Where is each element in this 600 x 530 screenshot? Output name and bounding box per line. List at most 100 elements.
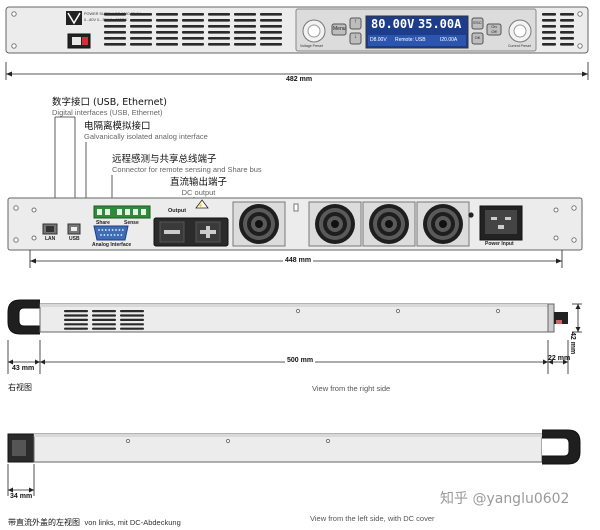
on-label: On: [491, 24, 497, 29]
vent-slot: [120, 314, 144, 317]
on-off-button[interactable]: On Off: [487, 24, 501, 34]
display-voltage: 80.00V: [371, 17, 415, 31]
vent-slot: [560, 25, 574, 28]
vent-slot: [64, 314, 88, 317]
fan-icon: [308, 201, 362, 247]
label-digital-en: Digital interfaces (USB, Ethernet): [52, 108, 163, 117]
db-pin: [101, 229, 104, 231]
esc-button[interactable]: ESC: [473, 20, 482, 25]
vent-slot: [234, 19, 256, 22]
label-analog: 电隔离模拟接口 Galvanically isolated analog int…: [84, 118, 208, 141]
db-pin: [103, 234, 106, 236]
vent-slot: [104, 37, 126, 40]
off-label: Off: [491, 28, 497, 34]
db-pin: [110, 234, 113, 236]
vent-slot: [64, 323, 88, 326]
vent-slot: [92, 310, 116, 313]
vent-slot: [560, 37, 574, 40]
vent-slot: [542, 37, 556, 40]
display-sub2: Remote: USB: [395, 37, 426, 43]
vent-slot: [130, 19, 152, 22]
left-view-left-dim: 34 mm: [10, 493, 33, 500]
vent-slot: [156, 19, 178, 22]
vent-slot: [156, 43, 178, 46]
vent-slot: [130, 43, 152, 46]
vent-slot: [234, 43, 256, 46]
right-view-right-dim: 22 mm: [548, 355, 571, 362]
lan-port-label: LAN: [45, 236, 56, 242]
db-pin: [104, 229, 107, 231]
vent-slot: [130, 13, 152, 16]
share-label: Share: [96, 220, 110, 226]
left-side-drawing: [7, 429, 581, 496]
arrow-down-icon[interactable]: ↓: [354, 34, 357, 40]
display-sub1: D8.00V: [370, 37, 387, 43]
voltage-knob-label: Voltage Preset: [300, 44, 323, 48]
ok-button[interactable]: OK: [474, 35, 481, 40]
vent-slot: [208, 13, 230, 16]
db-pin: [115, 229, 117, 231]
vent-slot: [182, 25, 204, 28]
db-pin: [98, 229, 100, 231]
vent-slot: [260, 25, 282, 28]
menu-button[interactable]: Menu: [333, 26, 346, 32]
right-view-left-dim: 43 mm: [12, 365, 35, 372]
vent-slot: [104, 43, 126, 46]
vent-slot: [542, 25, 556, 28]
label-dc-cn: 直流输出端子: [170, 177, 228, 188]
analog-interface-label: Analog Interface: [92, 242, 132, 248]
front-model-line2: 0...80V 0...35A 0...1000W: [84, 18, 128, 22]
left-view-caption-de: von links, mit DC-Abdeckung: [84, 518, 181, 527]
sense-label: Sense: [124, 220, 139, 226]
left-view-caption-left: 带直流外盖的左视图 von links, mit DC-Abdeckung: [8, 512, 181, 530]
db-pin: [106, 234, 109, 236]
vent-slot: [542, 43, 556, 46]
vent-slot: [104, 19, 126, 22]
current-knob-label: Current Preset: [508, 44, 531, 48]
vent-slot: [120, 327, 144, 330]
vent-slot: [542, 31, 556, 34]
label-sense: 远程感测与共享总线端子 Connector for remote sensing…: [112, 151, 262, 174]
vent-slot: [542, 13, 556, 16]
vent-slot: [156, 25, 178, 28]
db-pin: [120, 234, 123, 236]
label-sense-en: Connector for remote sensing and Share b…: [112, 165, 262, 174]
vent-slot: [208, 37, 230, 40]
left-view-caption-cn: 带直流外盖的左视图: [8, 518, 80, 527]
vent-slot: [182, 19, 204, 22]
vent-slot: [208, 43, 230, 46]
vent-slot: [64, 310, 88, 313]
label-digital-cn: 数字接口 (USB, Ethernet): [52, 97, 167, 108]
fan-icon: [232, 201, 286, 247]
arrow-up-icon[interactable]: ↑: [354, 19, 357, 25]
vent-slot: [542, 19, 556, 22]
db-pin: [108, 229, 111, 231]
db-pin: [117, 234, 119, 236]
label-sense-cn: 远程感测与共享总线端子: [112, 154, 217, 165]
vent-slot: [208, 19, 230, 22]
db-pin: [111, 229, 114, 231]
vent-slot: [260, 13, 282, 16]
label-dc: 直流输出端子 DC output: [170, 174, 227, 197]
label-analog-en: Galvanically isolated analog interface: [84, 132, 208, 141]
vent-slot: [92, 323, 116, 326]
vent-slot: [156, 13, 178, 16]
svg-text:⚡: ⚡: [198, 202, 204, 209]
vent-slot: [182, 43, 204, 46]
fan-icon: [362, 201, 416, 247]
vent-slot: [208, 25, 230, 28]
vent-slot: [260, 19, 282, 22]
front-panel-drawing: [5, 6, 589, 80]
vent-slot: [104, 13, 126, 16]
vent-slot: [130, 37, 152, 40]
label-analog-cn: 电隔离模拟接口: [84, 121, 151, 132]
power-input-label: Power Input: [485, 241, 514, 247]
vent-slot: [234, 31, 256, 34]
vent-slot: [120, 310, 144, 313]
front-model-line1: POWER SUPPLY PS 9080-35 1U: [84, 12, 142, 16]
db-pin: [100, 234, 102, 236]
vent-slot: [260, 43, 282, 46]
vent-slot: [156, 31, 178, 34]
vent-slot: [560, 19, 574, 22]
rear-panel-drawing: ⚡: [7, 116, 583, 268]
